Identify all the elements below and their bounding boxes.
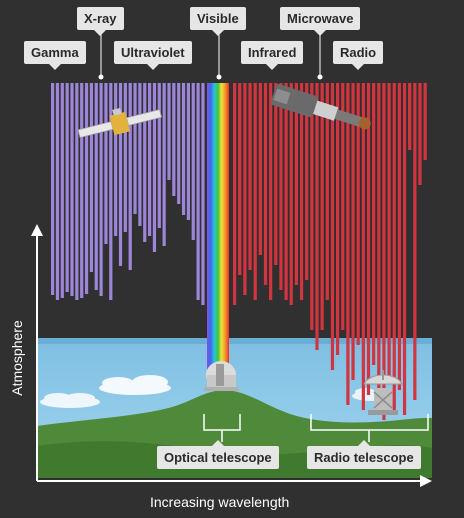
radio-label: Radio [333,41,384,70]
short-wave-bar [177,83,181,204]
short-wave-bar [104,83,108,244]
radio-telescope-label: Radio telescope [307,440,421,469]
long-wave-bar [305,83,309,280]
infrared-label: Infrared [241,41,304,70]
ultraviolet-label: Ultraviolet [114,41,192,70]
long-wave-bar [397,83,401,390]
short-wave-bar [55,83,60,300]
short-wave-bar [162,83,166,246]
long-wave-bar [253,83,257,300]
short-wave-bar [133,83,137,214]
long-wave-bar [310,83,314,330]
short-wave-bar [118,83,123,266]
short-wave-bar [89,83,93,272]
long-wave-bar [372,83,376,365]
long-wave-bar [269,83,273,300]
short-wave-bar [80,83,84,298]
long-wave-bar [377,83,381,405]
short-wave-bar [94,83,98,290]
short-wave-bar [191,83,195,240]
spectrum-bars [51,83,427,420]
short-wave-bar [84,83,89,294]
long-wave-bar [299,83,304,300]
long-wave-bar [243,83,247,295]
long-wave-bar [387,83,391,380]
optical-telescope-label: Optical telescope [157,440,279,469]
long-wave-bar [413,83,417,400]
short-wave-bar [196,83,200,300]
cloud-left [99,375,171,395]
visible-label: Visible [190,7,246,36]
long-wave-bar [263,83,268,285]
short-wave-bar [70,83,74,296]
long-wave-bar [341,83,345,330]
long-wave-bar [408,83,412,150]
long-wave-bar [233,83,237,305]
long-wave-bar [402,83,407,415]
gamma-label: Gamma [24,41,86,70]
long-wave-bar [284,83,288,300]
short-wave-bar [186,83,190,220]
short-wave-bar [123,83,127,232]
long-wave-bar [248,83,252,270]
short-wave-bar [128,83,132,270]
radio-telescope-icon [363,370,403,415]
long-wave-bar [366,83,371,395]
atmosphere-top-edge [37,338,432,344]
long-wave-bar [382,83,386,420]
short-wave-bar [138,83,142,226]
short-wave-bar [148,83,152,236]
short-wave-bar [109,83,113,300]
short-wave-bar [60,83,64,298]
visible-light-band [207,83,229,378]
short-wave-bar [51,83,55,295]
space-telescope-icon [270,84,371,130]
short-wave-bar [157,83,161,228]
long-wave-bar [361,83,365,410]
visible-pointer [216,74,222,80]
short-wave-bar [167,83,171,180]
long-wave-bar [346,83,350,405]
long-wave-bar [274,83,278,265]
short-wave-bar [152,83,157,252]
long-wave-bar [418,83,422,185]
short-wave-bar [172,83,176,196]
long-wave-bar [315,83,319,350]
long-wave-bar [330,83,335,370]
long-wave-bar [336,83,340,355]
short-wave-bar [75,83,79,300]
y-axis [31,224,43,481]
microwave-label: Microwave [280,7,361,36]
long-wave-bar [351,83,355,380]
long-wave-bar [392,83,396,410]
short-wave-bar [99,83,103,296]
x-axis [37,475,432,487]
long-wave-bar [356,83,360,345]
optical-telescope-icon [204,361,239,391]
short-wave-bar [114,83,118,236]
long-wave-bar [320,83,324,330]
cloud-lower-left [40,393,100,408]
xray-label: X-ray [77,7,124,36]
long-wave-bar [289,83,293,305]
long-wave-bar [325,83,329,300]
long-wave-bar [294,83,298,285]
short-wave-bar [181,83,186,215]
long-wave-bar [279,83,283,290]
xray-pointer [98,74,104,80]
long-wave-bar [423,83,427,160]
short-wave-bar [201,83,205,305]
long-wave-bar [258,83,262,255]
x-axis-label: Increasing wavelength [150,494,290,510]
y-axis-label: Atmosphere [9,320,25,396]
long-wave-bar [238,83,242,275]
short-wave-bar [143,83,147,242]
satellite-icon [77,107,163,139]
short-wave-bar [65,83,69,292]
microwave-pointer [317,74,323,80]
